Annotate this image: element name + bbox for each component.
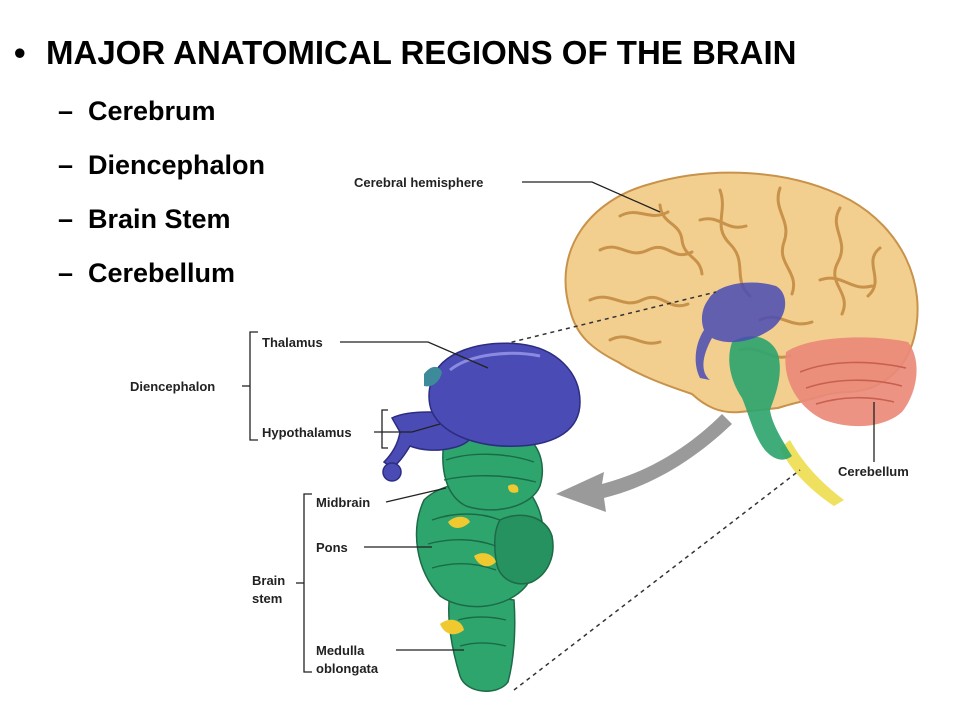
stem-striations bbox=[427, 453, 537, 647]
pineal-region-shape bbox=[424, 366, 442, 387]
spinal-cord-shape bbox=[780, 440, 844, 506]
whole-brain bbox=[564, 171, 919, 506]
label-midbrain: Midbrain bbox=[316, 495, 370, 510]
bullet-diencephalon: –Diencephalon bbox=[58, 150, 266, 180]
figure-labels: Cerebral hemisphere Thalamus Diencephalo… bbox=[130, 175, 909, 676]
enlarged-brain-stem bbox=[382, 342, 581, 692]
thalamus-shape bbox=[428, 342, 581, 447]
slide-title-text: MAJOR ANATOMICAL REGIONS OF THE BRAIN bbox=[46, 34, 797, 71]
label-medulla: Medulla bbox=[316, 643, 365, 658]
label-cerebral-hemisphere: Cerebral hemisphere bbox=[354, 175, 483, 190]
label-pons: Pons bbox=[316, 540, 348, 555]
zoom-lines bbox=[495, 291, 801, 691]
label-diencephalon: Diencephalon bbox=[130, 379, 215, 394]
bullet-dot: • bbox=[14, 34, 26, 71]
label-hypothalamus: Hypothalamus bbox=[262, 425, 352, 440]
pituitary-gland-shape bbox=[382, 462, 402, 482]
cerebrum-folds bbox=[588, 186, 882, 359]
bullet-cerebrum: –Cerebrum bbox=[58, 96, 216, 126]
diencephalon-shape bbox=[695, 282, 786, 380]
curved-arrow-icon bbox=[556, 414, 732, 512]
bullet-brain-stem: –Brain Stem bbox=[58, 204, 231, 234]
leader-lines bbox=[242, 181, 875, 673]
cerebellum-shape bbox=[785, 337, 917, 427]
cranial-nerve-roots bbox=[440, 484, 519, 635]
medulla-oblongata-shape bbox=[447, 589, 516, 692]
label-thalamus: Thalamus bbox=[262, 335, 323, 350]
bullet-cerebellum: –Cerebellum bbox=[58, 258, 236, 288]
slide-title: • MAJOR ANATOMICAL REGIONS OF THE BRAIN bbox=[14, 34, 796, 72]
label-stem: stem bbox=[252, 591, 282, 606]
brain-stem-shape bbox=[729, 336, 792, 460]
thalamus-highlight bbox=[449, 351, 541, 372]
label-brain: Brain bbox=[252, 573, 285, 588]
cerebellum-folia bbox=[799, 361, 907, 405]
label-oblongata: oblongata bbox=[316, 661, 379, 676]
label-cerebellum: Cerebellum bbox=[838, 464, 909, 479]
pons-bulge-shape bbox=[494, 514, 554, 585]
